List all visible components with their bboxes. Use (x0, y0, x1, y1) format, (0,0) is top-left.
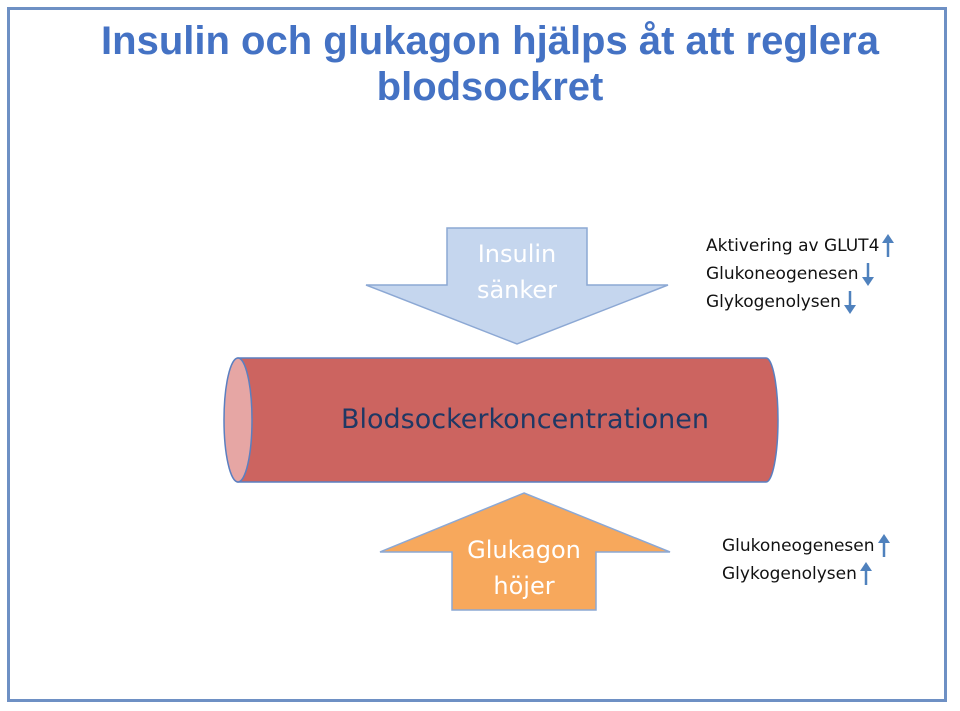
glukagon-label-line2: höjer (493, 572, 555, 600)
glukagon-label-line1: Glukagon (467, 536, 581, 564)
arrow-down-icon (843, 291, 856, 314)
arrow-down-icon (861, 263, 874, 286)
blood-vessel-cylinder (223, 357, 779, 483)
slide-title: Insulin och glukagon hjälps åt att regle… (101, 19, 879, 109)
effect-item: Glykogenolysen (706, 288, 895, 316)
insulin-down-arrow (365, 227, 669, 345)
effect-item: Aktivering av GLUT4 (706, 232, 895, 260)
effect-label: Glukoneogenesen (722, 536, 875, 556)
effect-label: Glykogenolysen (706, 292, 841, 312)
arrow-up-icon (882, 234, 895, 257)
insulin-label-line1: Insulin (477, 240, 557, 268)
insulin-label-line2: sänker (476, 276, 558, 304)
insulin-arrow-label: Insulin sänker (447, 236, 587, 308)
effect-item: Glukoneogenesen (722, 532, 891, 560)
effect-item: Glukoneogenesen (706, 260, 895, 288)
vessel-label: Blodsockerkoncentrationen (340, 404, 710, 435)
glukagon-up-arrow (379, 492, 671, 611)
effect-label: Glykogenolysen (722, 564, 857, 584)
arrow-up-icon (859, 562, 872, 585)
effect-item: Glykogenolysen (722, 560, 891, 588)
slide-frame (7, 7, 947, 702)
glukagon-arrow-label: Glukagon höjer (452, 532, 596, 604)
effect-label: Glukoneogenesen (706, 264, 859, 284)
arrow-up-icon (877, 534, 890, 557)
effect-label: Aktivering av GLUT4 (706, 236, 880, 256)
